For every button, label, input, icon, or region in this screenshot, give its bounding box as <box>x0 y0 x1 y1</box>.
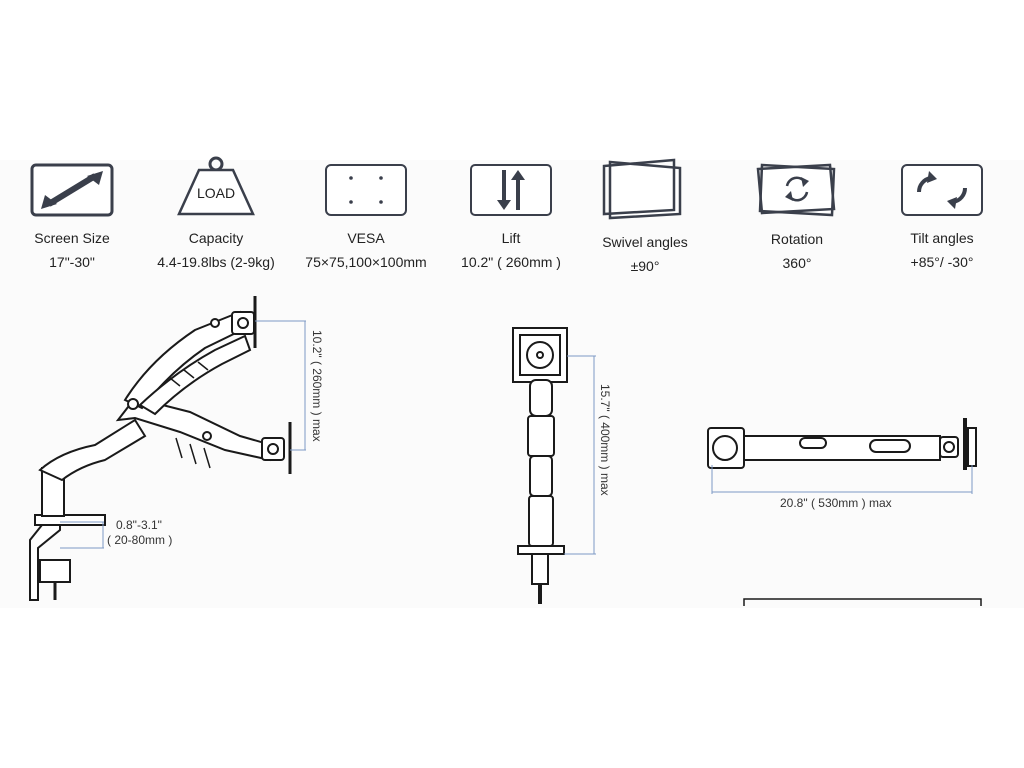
spec-tilt: Tilt angles +85°/ -30° <box>872 162 1012 270</box>
load-weight-icon: LOAD <box>177 156 255 216</box>
tilt-icon <box>901 164 983 216</box>
top-view-drawing <box>707 418 977 470</box>
spec-value: 10.2" ( 260mm ) <box>461 254 561 270</box>
clamp-range-label-imperial: 0.8"-3.1" <box>116 518 162 532</box>
spec-value: ±90° <box>630 258 660 274</box>
top-view-dimension-lines <box>711 465 973 494</box>
spec-value: 17"-30" <box>49 254 95 270</box>
swivel-screens-icon <box>602 158 682 220</box>
diagonal-arrow-icon <box>30 163 114 217</box>
spec-label: Screen Size <box>34 230 110 246</box>
clamp-range-label-metric: ( 20-80mm ) <box>107 533 173 547</box>
spec-value: 4.4-19.8lbs (2-9kg) <box>157 254 275 270</box>
load-text: LOAD <box>197 185 235 201</box>
lift-dimension-label: 10.2" ( 260mm ) max <box>310 330 324 442</box>
front-view-dimension-lines <box>564 355 596 555</box>
text-box-frame <box>743 598 982 606</box>
spec-vesa: VESA 75×75,100×100mm <box>296 162 436 270</box>
spec-label: Capacity <box>188 230 244 246</box>
height-dimension-label: 15.7" ( 400mm ) max <box>598 384 612 496</box>
spec-value: 75×75,100×100mm <box>305 254 427 270</box>
spec-label: VESA <box>347 230 385 246</box>
side-view-dimension-lines <box>60 320 306 549</box>
spec-rotation: Rotation 360° <box>727 162 867 271</box>
side-view-drawing <box>29 296 292 601</box>
spec-label: Lift <box>501 230 521 246</box>
spec-capacity: LOAD Capacity 4.4-19.8lbs (2-9kg) <box>146 156 286 270</box>
spec-swivel: Swivel angles ±90° <box>575 158 715 274</box>
spec-label: Tilt angles <box>910 230 974 246</box>
spec-screen-size: Screen Size 17"-30" <box>2 162 142 270</box>
spec-value: 360° <box>782 255 812 271</box>
lift-arrows-icon <box>470 164 552 216</box>
spec-value: +85°/ -30° <box>910 254 974 270</box>
reach-dimension-label: 20.8" ( 530mm ) max <box>780 496 892 510</box>
rotation-icon <box>756 163 836 217</box>
spec-label: Swivel angles <box>602 234 688 250</box>
spec-lift: Lift 10.2" ( 260mm ) <box>441 162 581 270</box>
spec-label: Rotation <box>770 231 824 247</box>
vesa-plate-icon <box>325 164 407 216</box>
front-view-drawing <box>512 327 568 604</box>
